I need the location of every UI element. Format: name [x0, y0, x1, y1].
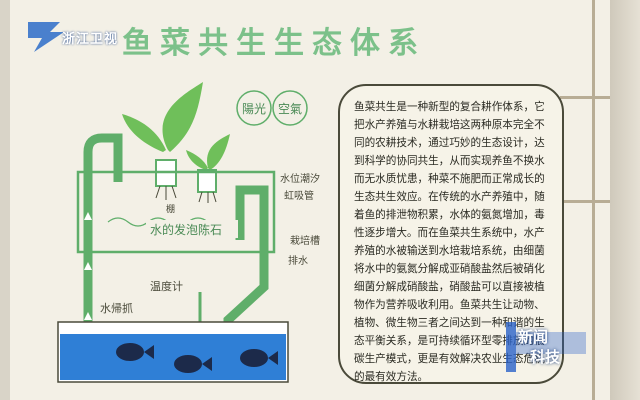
plant-leaf-icon — [207, 134, 230, 170]
shelf-label: 棚 — [166, 203, 175, 215]
sunlight-circle — [236, 90, 272, 126]
ceramsite-banner — [146, 220, 238, 238]
plant-roots — [155, 185, 217, 203]
fish-icon — [240, 349, 278, 367]
plant-pot — [197, 169, 217, 193]
ceramsite-label: 水的发泡陈石 — [150, 222, 222, 237]
fish-icon — [116, 343, 154, 361]
board-grid-line — [560, 96, 610, 99]
channel-logo-icon — [28, 22, 64, 52]
siphon-label: 虹吸管 — [284, 189, 314, 202]
fish-icon — [174, 355, 212, 373]
thermometer-label: 温度计 — [150, 279, 183, 293]
channel-logo — [20, 16, 130, 56]
water-pump-label: 水帰抓 — [100, 301, 133, 315]
inlet-pipe — [83, 133, 123, 372]
news-logo-line1: 新闻 — [518, 328, 549, 346]
plant-leaf-icon — [122, 114, 166, 152]
planting-trough-label: 栽培槽 — [290, 234, 320, 247]
description-box: 鱼菜共生是一种新型的复合耕作体系，它把水产养殖与水耕栽培这两种原本完全不同的农耕… — [338, 84, 564, 384]
news-logo-icon — [506, 322, 586, 372]
board-grid-line — [560, 200, 610, 203]
air-circle — [272, 90, 308, 126]
air-label: 空氣 — [278, 102, 302, 116]
description-text: 鱼菜共生是一种新型的复合耕作体系，它把水产养殖与水耕栽培这两种原本完全不同的农耕… — [354, 101, 545, 383]
aquaponics-diagram: 陽光 空氣 棚 水位潮汐 虹吸管 栽培槽 排水 水的发泡陈石 水帰抓 温度计 — [57, 82, 320, 383]
water-level-label: 水位潮汐 — [280, 172, 320, 185]
plant-leaf-icon — [162, 82, 203, 152]
news-logo-line2: 科技 — [530, 348, 561, 366]
plant-leaf-icon — [186, 150, 208, 170]
wall-edge — [610, 0, 640, 400]
sunlight-label: 陽光 — [242, 102, 266, 116]
drain-label: 排水 — [288, 254, 308, 267]
channel-logo-text: 浙江卫视 — [62, 32, 119, 47]
page-title: 鱼菜共生生态体系 — [122, 26, 426, 61]
flow-arrow-icon — [84, 212, 92, 320]
planting-trough — [76, 170, 276, 254]
